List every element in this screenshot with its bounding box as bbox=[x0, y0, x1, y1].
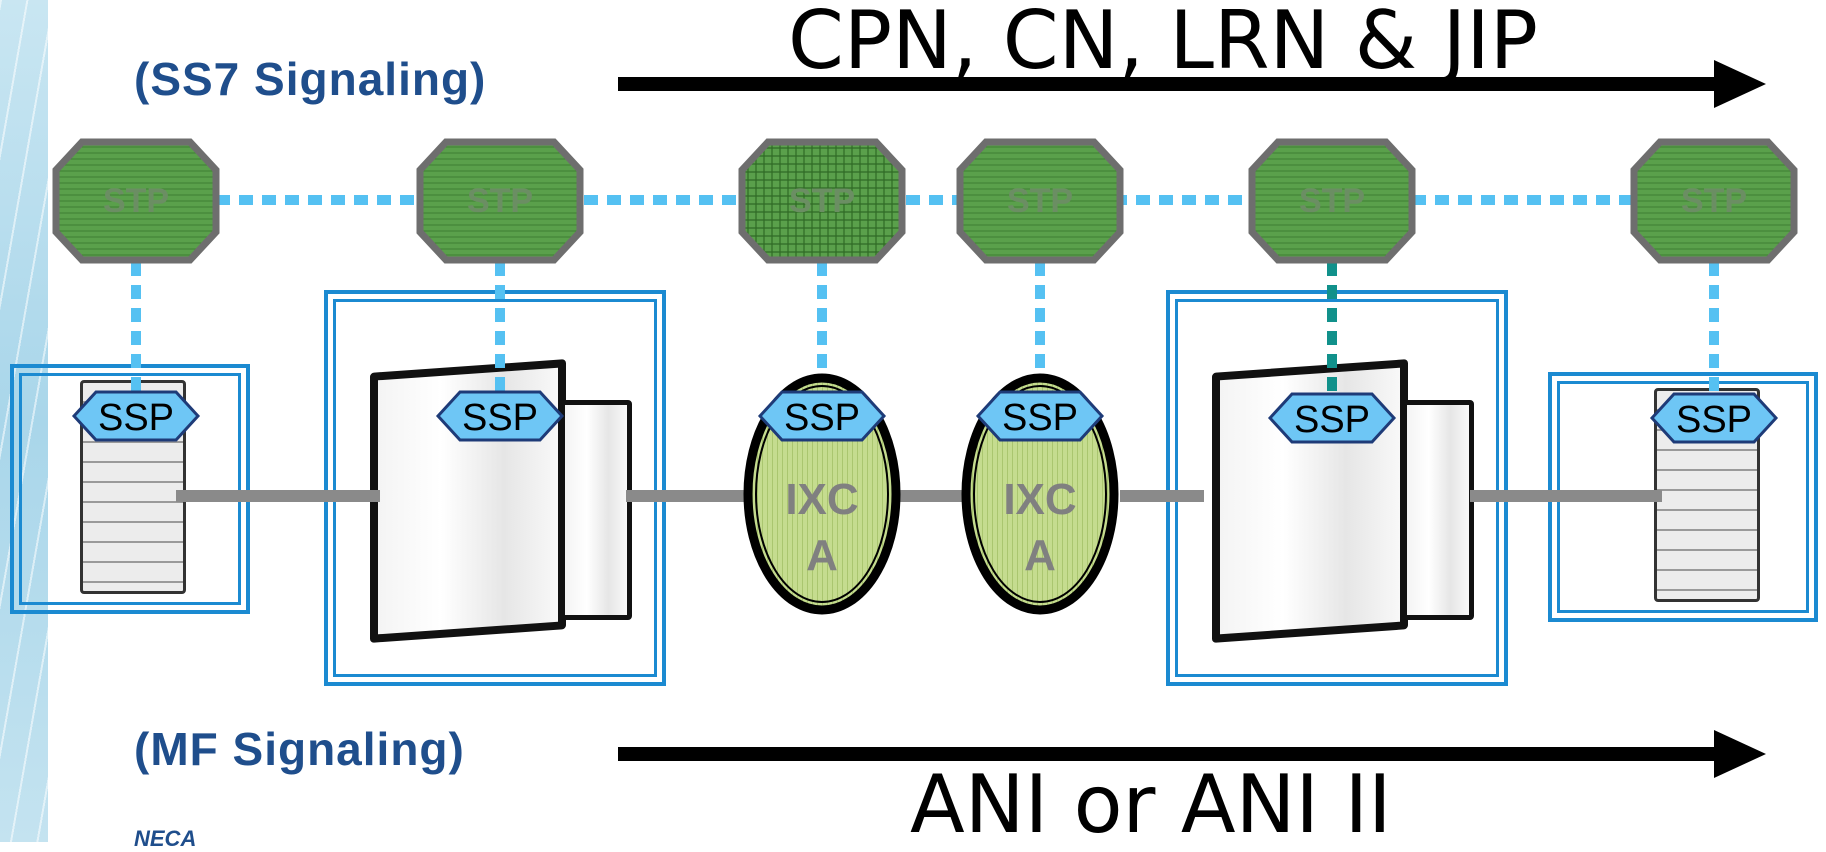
stp-node-2: STP bbox=[416, 138, 584, 264]
svg-text:SSP: SSP bbox=[1294, 399, 1370, 441]
svg-text:STP: STP bbox=[103, 182, 169, 220]
stp-node-1: STP bbox=[52, 138, 220, 264]
mf-signaling-label: (MF Signaling) bbox=[134, 723, 465, 775]
svg-text:SSP: SSP bbox=[784, 397, 860, 439]
ss7-direction-arrow bbox=[618, 60, 1766, 108]
ss7-parameters-title: CPN, CN, LRN & JIP bbox=[788, 0, 1539, 87]
svg-text:SSP: SSP bbox=[1002, 397, 1078, 439]
stp-node-6: STP bbox=[1630, 138, 1798, 264]
ssp-node-1: SSP bbox=[71, 390, 201, 442]
svg-text:STP: STP bbox=[789, 182, 855, 220]
mf-direction-arrow bbox=[618, 730, 1766, 778]
svg-text:STP: STP bbox=[1007, 182, 1073, 220]
tandem-switch-left-side bbox=[560, 400, 632, 620]
ssp-node-5: SSP bbox=[1267, 392, 1397, 444]
ssp-node-4: SSP bbox=[975, 390, 1105, 442]
stp-node-3: STP bbox=[738, 138, 906, 264]
svg-text:SSP: SSP bbox=[98, 397, 174, 439]
svg-text:SSP: SSP bbox=[1676, 399, 1752, 441]
stp-node-4: STP bbox=[956, 138, 1124, 264]
svg-text:STP: STP bbox=[1299, 182, 1365, 220]
tandem-switch-right-side bbox=[1402, 400, 1474, 620]
ssp-node-6: SSP bbox=[1649, 392, 1779, 444]
svg-text:A: A bbox=[806, 531, 838, 580]
end-office-frame-left bbox=[10, 364, 250, 614]
decorative-left-stripe bbox=[0, 0, 48, 842]
svg-text:A: A bbox=[1024, 531, 1056, 580]
svg-text:STP: STP bbox=[467, 182, 533, 220]
svg-text:IXC: IXC bbox=[785, 475, 858, 524]
ss7-signaling-label: (SS7 Signaling) bbox=[134, 53, 487, 105]
ssp-node-2: SSP bbox=[435, 390, 565, 442]
svg-text:STP: STP bbox=[1681, 182, 1747, 220]
ssp-node-3: SSP bbox=[757, 390, 887, 442]
svg-text:IXC: IXC bbox=[1003, 475, 1076, 524]
mf-parameters-title: ANI or ANI II bbox=[910, 758, 1392, 851]
stp-node-5: STP bbox=[1248, 138, 1416, 264]
svg-text:SSP: SSP bbox=[462, 397, 538, 439]
